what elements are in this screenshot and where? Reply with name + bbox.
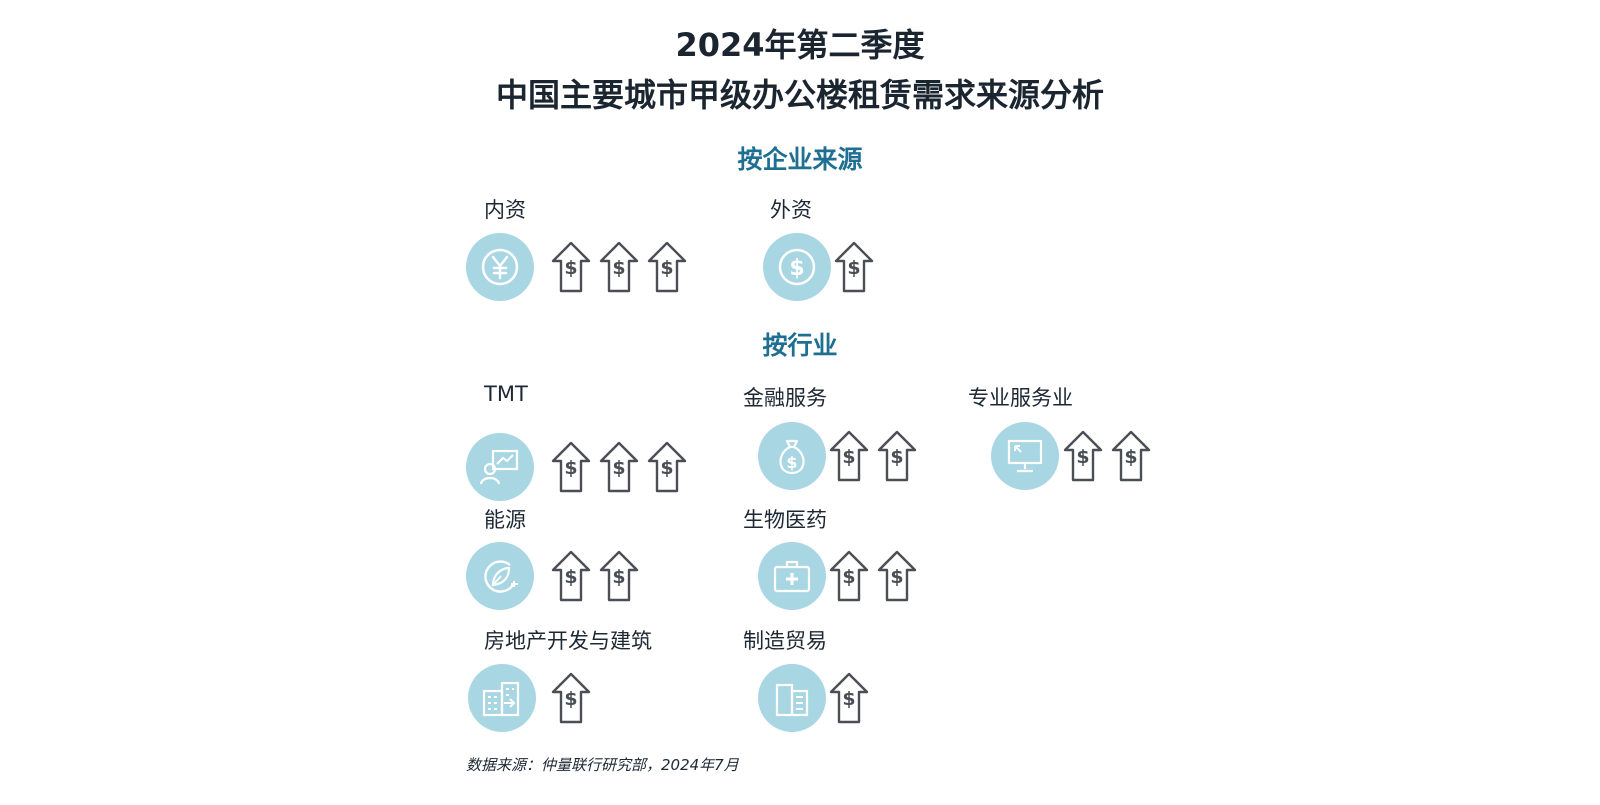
svg-text:$: $ — [612, 457, 625, 479]
group-2-label: TMT — [484, 382, 528, 406]
svg-text:$: $ — [1124, 446, 1137, 468]
svg-text:$: $ — [842, 688, 855, 710]
dollar-up-arrow-icon: $ — [599, 550, 639, 602]
yuan-icon — [466, 233, 534, 301]
svg-text:$: $ — [890, 566, 903, 588]
svg-text:$: $ — [890, 446, 903, 468]
group-6-label: 生物医药 — [743, 508, 827, 532]
group-3-label: 金融服务 — [743, 386, 827, 410]
title-line1: 2024年第二季度 — [675, 26, 925, 64]
svg-text:$: $ — [564, 688, 577, 710]
svg-text:$: $ — [1076, 446, 1089, 468]
svg-text:$: $ — [789, 256, 804, 281]
title-line2: 中国主要城市甲级办公楼租赁需求来源分析 — [495, 76, 1104, 114]
eco-plug-icon — [466, 542, 534, 610]
group-1-label: 外资 — [770, 198, 812, 222]
factory-icon — [758, 664, 826, 732]
dollar-up-arrow-icon: $ — [599, 441, 639, 493]
money-bag-icon: $ — [758, 422, 826, 490]
dollar-up-arrow-icon: $ — [551, 241, 591, 293]
svg-text:$: $ — [660, 457, 673, 479]
source-footnote: 数据来源：仲量联行研究部，2024年7月 — [466, 756, 739, 774]
dollar-up-arrow-icon: $ — [1111, 430, 1151, 482]
section-enterprise-source: 按企业来源 — [737, 145, 863, 174]
medical-kit-icon — [758, 542, 826, 610]
svg-text:$: $ — [564, 457, 577, 479]
monitor-icon — [991, 422, 1059, 490]
dollar-up-arrow-icon: $ — [599, 241, 639, 293]
dollar-icon: $ — [763, 233, 831, 301]
group-0-label: 内资 — [484, 198, 526, 222]
svg-text:$: $ — [564, 257, 577, 279]
dollar-up-arrow-icon: $ — [877, 430, 917, 482]
group-7-label: 房地产开发与建筑 — [484, 629, 652, 653]
svg-text:$: $ — [660, 257, 673, 279]
svg-text:$: $ — [564, 566, 577, 588]
presentation-icon — [466, 433, 534, 501]
svg-text:$: $ — [786, 453, 797, 472]
section-industry: 按行业 — [762, 331, 838, 360]
buildings-icon — [468, 664, 536, 732]
dollar-up-arrow-icon: $ — [647, 441, 687, 493]
dollar-up-arrow-icon: $ — [834, 241, 874, 293]
dollar-up-arrow-icon: $ — [877, 550, 917, 602]
svg-text:$: $ — [842, 566, 855, 588]
group-4-label: 专业服务业 — [968, 386, 1073, 410]
dollar-up-arrow-icon: $ — [551, 672, 591, 724]
group-5-label: 能源 — [484, 508, 526, 532]
svg-text:$: $ — [847, 257, 860, 279]
dollar-up-arrow-icon: $ — [829, 672, 869, 724]
dollar-up-arrow-icon: $ — [829, 550, 869, 602]
svg-text:$: $ — [612, 566, 625, 588]
group-8-label: 制造贸易 — [743, 629, 827, 653]
dollar-up-arrow-icon: $ — [829, 430, 869, 482]
dollar-up-arrow-icon: $ — [551, 550, 591, 602]
dollar-up-arrow-icon: $ — [647, 241, 687, 293]
dollar-up-arrow-icon: $ — [1063, 430, 1103, 482]
svg-text:$: $ — [612, 257, 625, 279]
svg-text:$: $ — [842, 446, 855, 468]
dollar-up-arrow-icon: $ — [551, 441, 591, 493]
